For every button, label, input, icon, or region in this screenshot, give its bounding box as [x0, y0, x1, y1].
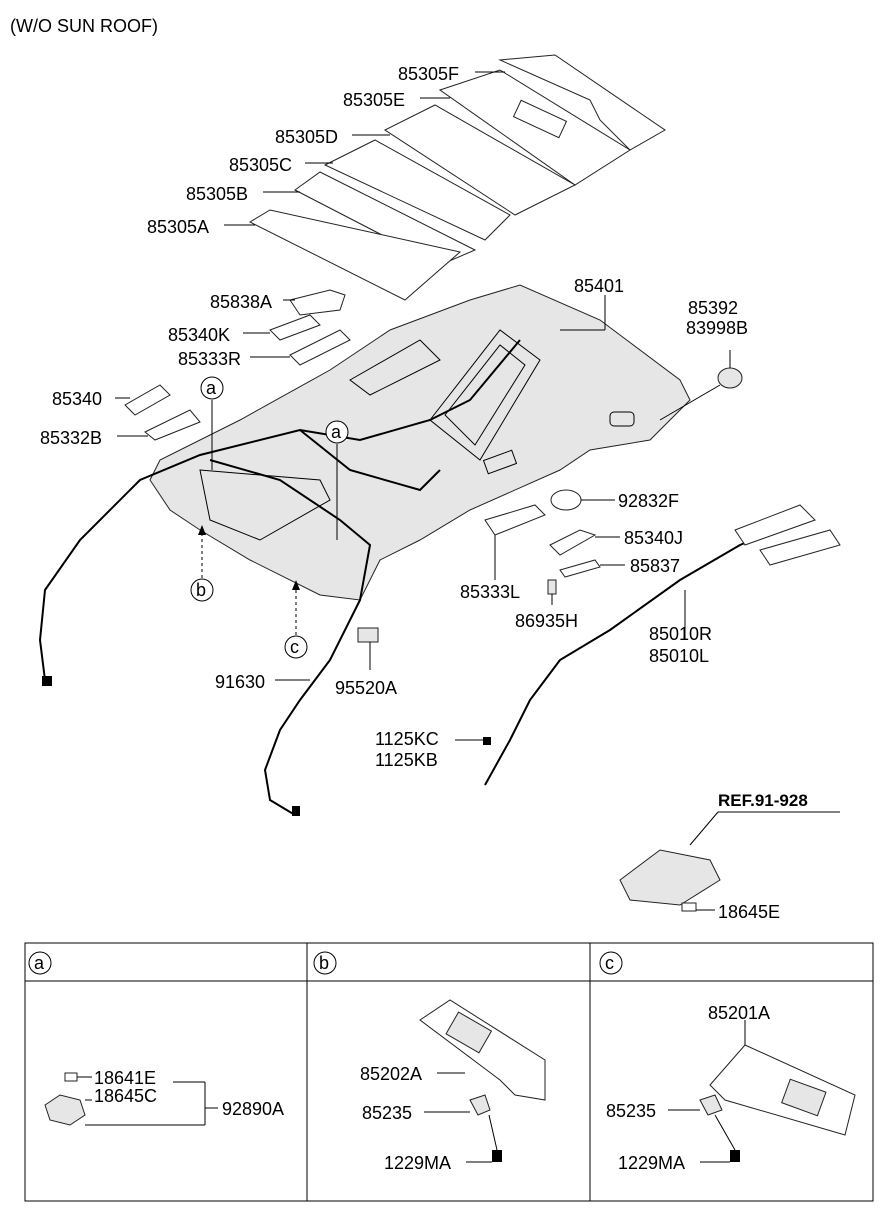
part-85340K [269, 314, 321, 341]
label-85333L: 85333L [460, 582, 520, 602]
ref-map-lamp: REF.91-928 18645E [619, 791, 840, 922]
panel-c-sun-visor [709, 1044, 856, 1136]
left-small-parts: 85838A 85340K 85333R 85340 85332B [40, 289, 351, 448]
part-85333L [484, 504, 546, 536]
label-85392: 85392 [688, 298, 738, 318]
callouts: a a b c [190, 376, 349, 659]
label-92832F: 92832F [618, 491, 679, 511]
roof-pads: 85305F 85305E 85305D 85305C 85305B 85305… [147, 54, 666, 301]
label-92890A: 92890A [222, 1099, 284, 1119]
part-85838A [289, 289, 346, 316]
pad-85305E-cutout [512, 99, 568, 139]
part-92832F [550, 489, 582, 511]
panel-a-header-circle [28, 951, 52, 975]
part-85340J [549, 529, 597, 556]
label-85235-b: 85235 [362, 1103, 412, 1123]
label-85202A: 85202A [360, 1064, 422, 1084]
label-91630: 91630 [215, 672, 265, 692]
label-85401: 85401 [574, 276, 624, 296]
pad-85305E [438, 69, 631, 186]
label-85305C: 85305C [229, 155, 292, 175]
callout-b [190, 578, 214, 602]
callout-a-1 [200, 376, 224, 400]
part-map-lamp [619, 849, 721, 906]
label-85305A: 85305A [147, 217, 209, 237]
callout-b-text: b [196, 580, 206, 600]
roof-wiring-91630: 91630 [38, 339, 521, 816]
label-85838A: 85838A [210, 292, 272, 312]
label-85010R: 85010R [649, 624, 712, 644]
wire-connector-left [42, 676, 52, 686]
label-85235-c: 85235 [606, 1101, 656, 1121]
callout-c-text: c [290, 637, 299, 657]
part-86935H [547, 579, 557, 595]
wire-connector-bottom [292, 806, 300, 816]
label-83998B: 83998B [686, 318, 748, 338]
headliner-panel [149, 284, 691, 601]
panel-a-lamp [44, 1094, 86, 1126]
label-18645E: 18645E [718, 902, 780, 922]
part-85333R [289, 329, 351, 366]
label-18645C: 18645C [94, 1086, 157, 1106]
panel-b-sun-visor [419, 999, 546, 1101]
part-85392 [717, 367, 743, 389]
label-85201A: 85201A [708, 1003, 770, 1023]
pad-85305A [248, 209, 462, 301]
right-small-parts: 85392 83998B 92832F 85333L 85340J 85837 … [335, 298, 841, 786]
label-85010L: 85010L [649, 646, 709, 666]
panel-c-header: c [605, 953, 614, 973]
label-85305F: 85305F [398, 64, 459, 84]
panel-c-header-circle [599, 951, 623, 975]
headliner: 85401 [149, 276, 691, 601]
label-1229MA-c: 1229MA [618, 1153, 685, 1173]
label-85837: 85837 [630, 556, 680, 576]
label-ref: REF.91-928 [718, 791, 808, 810]
panel-b-header-circle [313, 951, 337, 975]
label-85333R: 85333R [178, 349, 241, 369]
label-85340: 85340 [52, 389, 102, 409]
panel-b-header: b [319, 953, 329, 973]
label-85305B: 85305B [186, 184, 248, 204]
label-85332B: 85332B [40, 428, 102, 448]
callout-a-2-text: a [331, 422, 342, 442]
label-1125KC: 1125KC [375, 729, 439, 749]
part-95520A [357, 627, 379, 643]
label-86935H: 86935H [515, 611, 578, 631]
label-85305D: 85305D [275, 127, 338, 147]
bolt-1125KC [483, 737, 491, 745]
part-85340 [124, 384, 171, 416]
label-85340J: 85340J [624, 528, 683, 548]
curtain-airbag [484, 519, 801, 786]
panel-a-header: a [34, 953, 45, 973]
headliner-console-outline [429, 329, 541, 461]
callout-a-1-text: a [206, 378, 217, 398]
label-1229MA-b: 1229MA [384, 1153, 451, 1173]
label-95520A: 95520A [335, 678, 397, 698]
label-1125KB: 1125KB [375, 750, 438, 770]
callout-c [284, 635, 308, 659]
diagram-title: (W/O SUN ROOF) [10, 16, 158, 36]
callout-a-2 [325, 420, 349, 444]
detail-table: a 18641E 18645C 92890A b 85202A 85235 12… [24, 942, 874, 1202]
pad-85305C [323, 139, 511, 241]
label-85340K: 85340K [168, 325, 230, 345]
pad-85305D [383, 104, 577, 216]
part-85837 [559, 559, 601, 578]
label-18641E: 18641E [94, 1068, 156, 1088]
label-85305E: 85305E [343, 90, 405, 110]
part-85332B [144, 409, 201, 441]
